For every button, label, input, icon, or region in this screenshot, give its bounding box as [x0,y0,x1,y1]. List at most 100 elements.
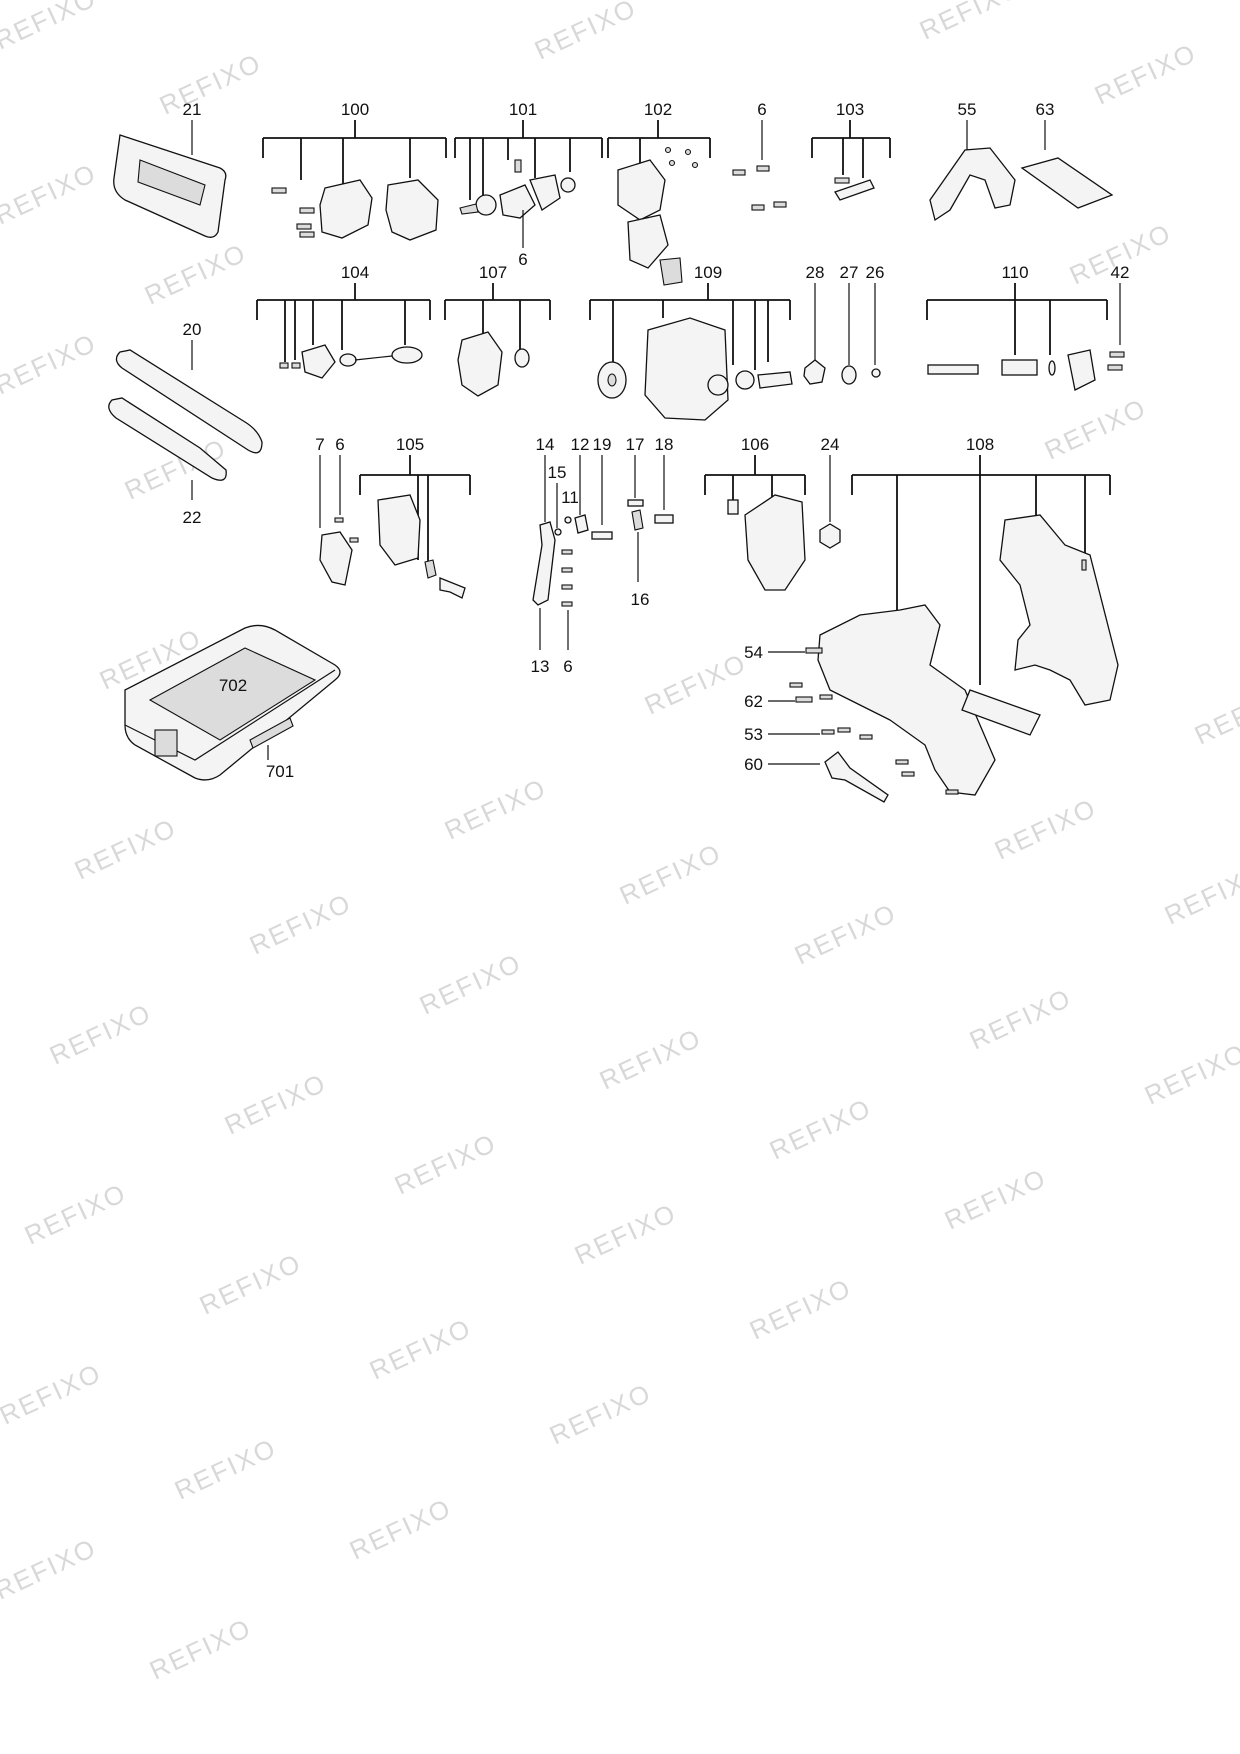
screw [684,148,692,156]
motor-part [617,159,666,221]
callout-label-104: 104 [341,263,369,282]
part-6-screws: 6 [732,100,787,211]
group-109-gear-cover: 109 [589,263,793,421]
callout-label-53: 53 [744,725,763,744]
bolt [654,514,674,524]
sprocket [803,359,826,385]
screw [732,169,746,176]
screw [299,231,315,238]
screw [945,789,959,795]
watermark: REFIXO [0,1357,106,1430]
callout-label-7: 7 [315,435,324,454]
housing-label [961,689,1041,736]
trigger-linkage-parts: 14 15 11 12 19 13 6 [531,435,613,676]
callout-label-55: 55 [958,100,977,119]
callout-label-107: 107 [479,263,507,282]
bar-cover-inner [137,159,206,206]
watermark: REFIXO [615,837,726,910]
callout-label-13: 13 [531,657,550,676]
callout-label-20: 20 [183,320,202,339]
callout-label-63: 63 [1036,100,1055,119]
pin [279,362,289,369]
pin [627,499,644,507]
spindle [757,371,793,389]
watermark: REFIXO [1040,392,1151,465]
pin [1081,559,1087,571]
case-handle [249,717,294,749]
part-702-701-carry-case: 702 701 [124,624,341,781]
group-105-switch: 105 [359,435,471,599]
spring [424,559,437,579]
watermark: REFIXO [195,1247,306,1320]
shaft [459,203,479,215]
screw [296,223,312,230]
washer-hole [607,373,617,387]
watermark: REFIXO [790,897,901,970]
watermark: REFIXO [595,1022,706,1095]
pin [834,177,850,184]
watermark: REFIXO [0,0,101,55]
watermark: REFIXO [390,1127,501,1200]
watermark: REFIXO [45,997,156,1070]
group-100-housing-half: 100 [262,100,447,241]
pin [554,528,562,536]
callout-label-6: 6 [757,100,766,119]
tension-sleeve [1001,359,1038,376]
callout-label-54: 54 [744,643,763,662]
part-20-chain-and-22-bar: 20 22 [108,320,263,527]
group-103-trigger-parts: 103 [811,100,891,201]
callout-label-18: 18 [655,435,674,454]
callout-label-27: 27 [840,263,859,282]
guide-bar [108,397,227,481]
group-106-chain-brake: 106 [704,435,806,591]
housing-half-left [817,604,996,796]
screw [789,682,803,688]
screw [271,187,287,194]
callout-label-42: 42 [1111,263,1130,282]
gear-housing-part [385,179,439,241]
group-110-tensioner: 110 [926,263,1108,391]
case-latch [154,729,178,757]
screw [773,201,787,208]
parts-28-27-26: 28 27 26 [803,263,884,385]
pin [291,362,301,369]
screw [1107,364,1123,371]
watermark: REFIXO [1190,677,1240,750]
screw [901,771,915,777]
callout-label-6: 6 [563,657,572,676]
watermark: REFIXO [155,47,266,120]
switch-body [377,494,421,566]
group-102-motor: 102 [607,100,711,286]
bolt [591,531,613,540]
watermark: REFIXO [990,792,1101,865]
callout-label-11: 11 [561,488,579,507]
watermark: REFIXO [1140,1037,1240,1110]
drive-gear [529,174,561,211]
screw [821,729,835,735]
callout-label-106: 106 [741,435,769,454]
parts-7-6: 7 6 [315,435,359,586]
pinion-gear [499,184,536,219]
callout-label-702: 702 [219,676,247,695]
tension-screw [927,364,979,375]
screw [859,734,873,740]
circlip [871,368,881,378]
screw [561,549,573,555]
callout-label-105: 105 [396,435,424,454]
watermark: REFIXO [640,647,751,720]
parts-54-62-53-60: 54 62 53 60 [744,643,959,803]
screw [664,146,672,154]
watermark: REFIXO [965,982,1076,1055]
tension-knob [1067,349,1096,391]
small-gear [707,374,729,396]
watermark: REFIXO [530,0,641,65]
watermark: REFIXO [765,1092,876,1165]
saw-chain [115,349,263,454]
callout-label-22: 22 [183,508,202,527]
watermark: REFIXO [440,772,551,845]
screw [561,601,573,607]
watermark: REFIXO [1090,37,1201,110]
watermark: REFIXO [170,1432,281,1505]
screw [1109,351,1125,358]
